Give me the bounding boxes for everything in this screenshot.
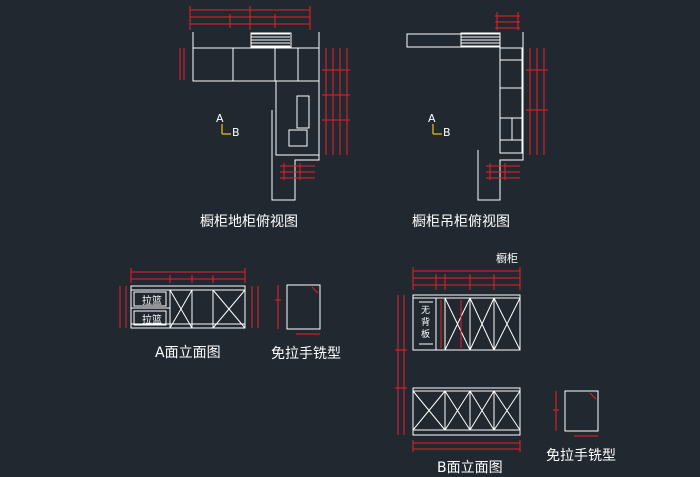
wall-plan-dimensions [486,12,548,180]
wall-cabinet-plan [406,32,524,201]
title-handle-detail-b: 免拉手铣型 [546,448,616,464]
elevation-b [412,294,521,436]
title-base-cabinet-plan: 橱柜地柜俯视图 [200,214,298,230]
base-plan-view-marker [221,124,231,135]
note-no-back-2: 背 [421,318,431,328]
marker-a-wall: A [428,112,436,125]
title-handle-detail-a: 免拉手铣型 [271,346,341,362]
note-basket-upper: 拉篮 [142,296,162,307]
note-no-back-3: 板 [421,330,431,340]
handle-detail-a [286,284,321,330]
marker-a-base: A [216,112,224,125]
elevation-a-dimensions [119,268,259,328]
title-wall-cabinet-plan: 橱柜吊柜俯视图 [412,214,510,230]
base-cabinet-plan [192,32,320,201]
title-elevation-a: A面立面图 [155,345,221,361]
handle-detail-b-dimensions [553,391,598,437]
note-no-back-1: 无 [421,306,431,316]
marker-b-wall: B [443,126,451,139]
marker-b-base: B [232,126,240,139]
elevation-a [130,285,246,329]
base-plan-dimensions [179,6,350,180]
note-basket-lower: 拉篮 [142,315,162,326]
wall-plan-view-marker [432,124,442,135]
handle-detail-b [564,390,599,432]
title-cabinet: 橱柜 [496,252,518,265]
title-elevation-b: B面立面图 [437,460,503,476]
handle-detail-a-dimensions [275,285,320,335]
elevation-b-dimensions [395,267,521,452]
